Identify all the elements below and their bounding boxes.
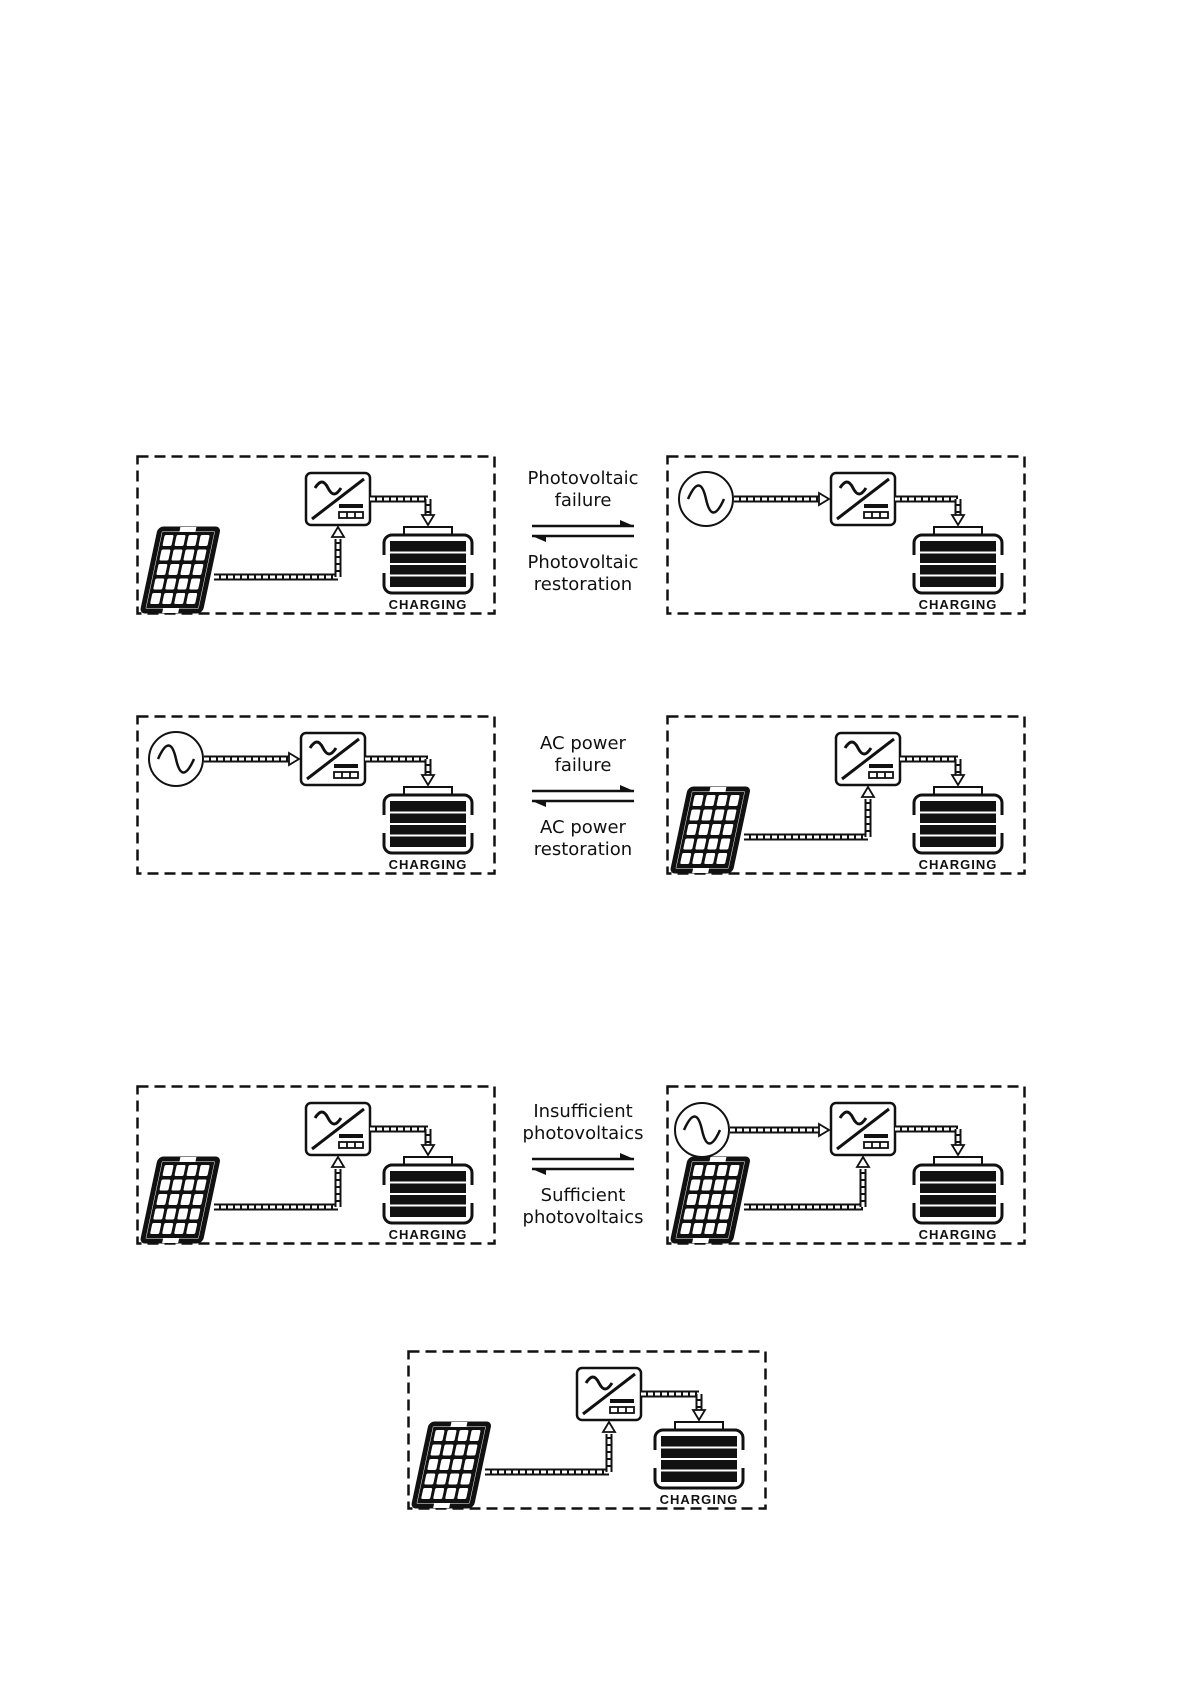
row1-left-panel: CHARGING bbox=[136, 455, 496, 615]
row3-backward-label: Sufficient photovoltaics bbox=[508, 1185, 658, 1229]
ac-source-icon bbox=[679, 472, 733, 526]
flow-arrow-icon bbox=[952, 775, 964, 785]
double-arrow-icon bbox=[528, 518, 638, 544]
row1-forward-label: Photovoltaic failure bbox=[508, 468, 658, 512]
flow-arrow-icon bbox=[862, 787, 874, 797]
flow-arrow-icon bbox=[422, 515, 434, 525]
power-flow-diagram: CHARGING bbox=[136, 715, 496, 875]
row2-right-panel: CHARGING bbox=[666, 715, 1026, 875]
row2-backward-label: AC power restoration bbox=[508, 817, 658, 861]
row3-left-panel: CHARGING bbox=[136, 1085, 496, 1245]
ac-source-icon bbox=[149, 732, 203, 786]
controller-icon bbox=[831, 473, 895, 525]
controller-icon bbox=[306, 473, 370, 525]
controller-icon bbox=[306, 1103, 370, 1155]
ac-source-icon bbox=[675, 1103, 729, 1157]
charging-label: CHARGING bbox=[919, 857, 998, 872]
flow-arrow-icon bbox=[819, 1124, 829, 1136]
solar-panel-icon bbox=[142, 1157, 218, 1243]
row2-transition: AC power failure AC power restoration bbox=[508, 733, 658, 861]
battery-icon bbox=[382, 1157, 474, 1223]
flow-arrow-icon bbox=[603, 1422, 615, 1432]
row2-forward-label: AC power failure bbox=[508, 733, 658, 777]
flow-arrow-icon bbox=[819, 493, 829, 505]
solar-panel-icon bbox=[672, 1157, 748, 1243]
controller-icon bbox=[831, 1103, 895, 1155]
solar-panel-icon bbox=[142, 527, 218, 613]
power-flow-diagram: CHARGING bbox=[666, 715, 1026, 875]
flow-arrow-icon bbox=[857, 1157, 869, 1167]
battery-icon bbox=[382, 527, 474, 593]
power-flow-diagram: CHARGING bbox=[666, 455, 1026, 615]
power-flow-diagram: CHARGING bbox=[666, 1085, 1026, 1245]
charging-label: CHARGING bbox=[919, 1227, 998, 1242]
charging-label: CHARGING bbox=[389, 857, 468, 872]
flow-arrow-icon bbox=[332, 1157, 344, 1167]
double-arrow-icon bbox=[528, 1151, 638, 1177]
battery-icon bbox=[912, 1157, 1004, 1223]
charging-label: CHARGING bbox=[389, 1227, 468, 1242]
flow-arrow-icon bbox=[422, 1145, 434, 1155]
flow-arrow-icon bbox=[332, 527, 344, 537]
power-flow-diagram: CHARGING bbox=[136, 1085, 496, 1245]
flow-arrow-icon bbox=[289, 753, 299, 765]
flow-arrow-icon bbox=[693, 1410, 705, 1420]
flow-arrow-icon bbox=[952, 1145, 964, 1155]
charging-label: CHARGING bbox=[660, 1492, 739, 1507]
solar-panel-icon bbox=[413, 1422, 489, 1508]
charging-label: CHARGING bbox=[389, 597, 468, 612]
battery-icon bbox=[912, 527, 1004, 593]
single-panel: CHARGING bbox=[407, 1350, 767, 1510]
power-flow-diagram: CHARGING bbox=[407, 1350, 767, 1510]
controller-icon bbox=[836, 733, 900, 785]
row1-transition: Photovoltaic failure Photovoltaic restor… bbox=[508, 468, 658, 596]
solar-panel-icon bbox=[672, 787, 748, 873]
charging-label: CHARGING bbox=[919, 597, 998, 612]
row2-left-panel: CHARGING bbox=[136, 715, 496, 875]
double-arrow-icon bbox=[528, 783, 638, 809]
battery-icon bbox=[653, 1422, 745, 1488]
row3-transition: Insufficient photovoltaics Sufficient ph… bbox=[508, 1101, 658, 1229]
row3-forward-label: Insufficient photovoltaics bbox=[508, 1101, 658, 1145]
flow-arrow-icon bbox=[952, 515, 964, 525]
flow-arrow-icon bbox=[422, 775, 434, 785]
controller-icon bbox=[301, 733, 365, 785]
row1-backward-label: Photovoltaic restoration bbox=[508, 552, 658, 596]
controller-icon bbox=[577, 1368, 641, 1420]
row1-right-panel: CHARGING bbox=[666, 455, 1026, 615]
power-flow-diagram: CHARGING bbox=[136, 455, 496, 615]
row3-right-panel: CHARGING bbox=[666, 1085, 1026, 1245]
battery-icon bbox=[912, 787, 1004, 853]
battery-icon bbox=[382, 787, 474, 853]
